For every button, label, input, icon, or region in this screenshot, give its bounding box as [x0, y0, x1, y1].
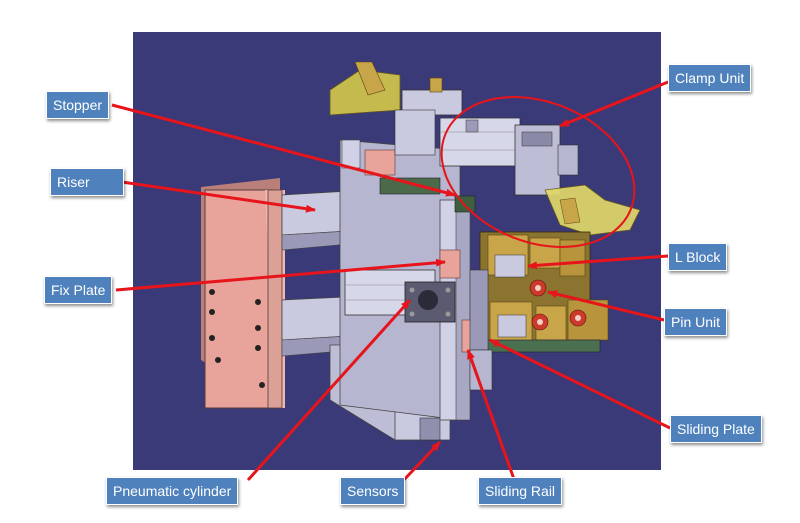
- label-fix-plate: Fix Plate: [44, 276, 113, 304]
- label-l-block: L Block: [668, 243, 728, 271]
- label-pin-unit: Pin Unit: [664, 308, 728, 336]
- arrow-sensors: [398, 440, 442, 486]
- arrow-clamp-unit: [559, 80, 669, 128]
- label-sliding-rail: Sliding Rail: [478, 477, 563, 505]
- sliding-plate-part: [469, 269, 493, 391]
- base-plate: [201, 178, 285, 409]
- arrow-stopper: [111, 103, 456, 197]
- label-pneumatic-cylinder: Pneumatic cylinder: [106, 477, 239, 505]
- clamp-unit-part: [329, 61, 641, 236]
- label-stopper: Stopper: [46, 91, 110, 119]
- arrow-riser: [121, 180, 316, 213]
- label-sliding-plate: Sliding Plate: [670, 415, 762, 443]
- pin-unit-part: [529, 279, 587, 331]
- stopper-blocks: [364, 149, 485, 353]
- pneumatic-cylinder-part: [344, 269, 456, 323]
- arrow-pin-unit: [547, 290, 665, 322]
- label-sensors: Sensors: [340, 477, 406, 505]
- arrow-sliding-rail: [466, 349, 517, 483]
- arrow-l-block: [527, 254, 669, 270]
- arrow-sliding-plate: [489, 338, 671, 430]
- callout-arrows: [111, 80, 671, 486]
- label-clamp-unit: Clamp Unit: [668, 64, 752, 92]
- label-riser: Riser: [50, 168, 124, 196]
- arrow-pneumatic-cylinder: [246, 298, 412, 482]
- clamp-unit-highlight: [440, 96, 636, 248]
- arrow-fix-plate: [115, 258, 446, 292]
